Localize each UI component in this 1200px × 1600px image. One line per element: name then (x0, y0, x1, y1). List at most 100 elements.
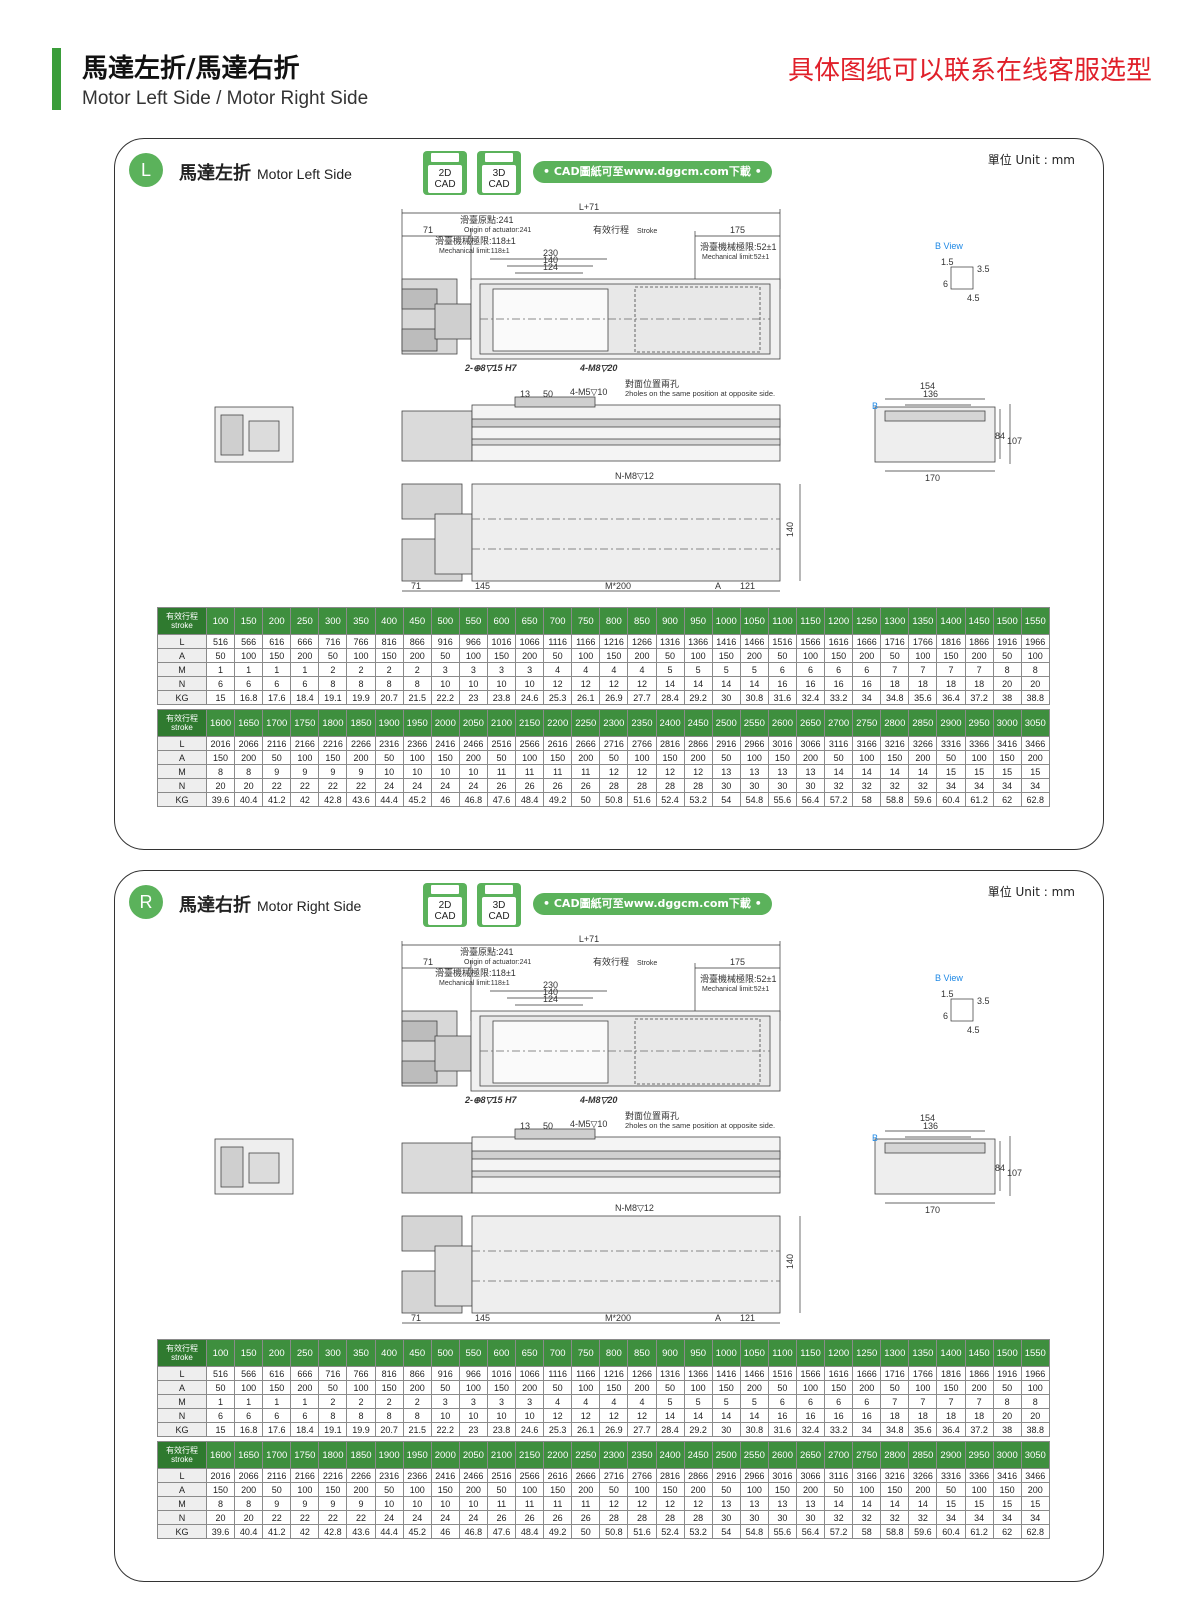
table-cell: 14 (683, 1408, 713, 1423)
table-cell: 200 (290, 1380, 320, 1395)
technical-drawing: L+71 71 滑臺原點:241 Origin of actuator:241 … (214, 202, 1022, 592)
table-cell: 34 (992, 778, 1022, 793)
table-cell: 2416 (430, 736, 460, 751)
cad-download-link[interactable]: • CAD圖紙可至www.dggcm.com下載 • (533, 161, 772, 183)
table-header-cell: 600 (486, 607, 517, 635)
table-cell: 50.8 (599, 792, 629, 807)
table-cell: 2366 (402, 736, 432, 751)
table-cell: 4 (543, 662, 573, 677)
table-cell: 24 (402, 778, 432, 793)
table-cell: 50 (599, 1482, 629, 1497)
table-cell: 3 (430, 1394, 460, 1409)
table-cell: 150 (318, 1482, 348, 1497)
table-cell: 716 (318, 634, 348, 649)
table-header-cell: 2300 (599, 709, 629, 737)
svg-text:有效行程: 有效行程 (593, 224, 629, 235)
table-header-cell: 2900 (936, 1441, 966, 1469)
table-cell: 50 (936, 750, 966, 765)
cad-download-link[interactable]: • CAD圖紙可至www.dggcm.com下載 • (533, 893, 772, 915)
svg-text:13: 13 (520, 1121, 530, 1131)
table-header-cell: 150 (234, 607, 264, 635)
table-cell: 28 (599, 1510, 629, 1525)
table-cell: 30 (711, 778, 741, 793)
svg-text:A: A (715, 581, 721, 591)
table-header-cell: 1950 (402, 1441, 432, 1469)
table-cell: 23 (458, 1422, 488, 1437)
svg-text:對面位置兩孔: 對面位置兩孔 (625, 1110, 679, 1121)
table-cell: 12 (627, 676, 657, 691)
svg-text:154: 154 (920, 381, 935, 391)
table-header-cell: 950 (683, 607, 713, 635)
table-cell: 5 (655, 1394, 685, 1409)
table-header-cell: 1250 (852, 607, 882, 635)
table-cell: 50 (824, 1482, 854, 1497)
table-cell: 150 (486, 1380, 517, 1395)
table-cell: 16 (795, 1408, 826, 1423)
table-header-cell: 1350 (908, 1339, 938, 1367)
table-cell: 24 (430, 778, 460, 793)
table-cell: 2716 (599, 1468, 629, 1483)
cad-3d-icon[interactable]: 3D CAD (477, 151, 521, 195)
cad-2d-icon[interactable]: 2D CAD (423, 883, 467, 927)
svg-text:Stroke: Stroke (637, 960, 657, 967)
table-cell: 34 (1020, 778, 1050, 793)
table-header-cell: 2450 (683, 1441, 713, 1469)
table-cell: 24 (458, 778, 488, 793)
table-cell: 41.2 (262, 1524, 292, 1539)
cad-3d-icon[interactable]: 3D CAD (477, 883, 521, 927)
table-cell: 36.4 (936, 690, 966, 705)
table-cell: 1466 (739, 634, 769, 649)
table-cell: 8 (234, 1496, 264, 1511)
table-cell: 1066 (515, 1366, 545, 1381)
table-cell: 966 (458, 634, 488, 649)
table-header-cell: 1900 (374, 1441, 404, 1469)
table-cell: 200 (234, 1482, 264, 1497)
table-cell: 3366 (964, 1468, 994, 1483)
table-cell: 24 (402, 1510, 432, 1525)
table-cell: 200 (346, 1482, 376, 1497)
table-cell: 2816 (655, 736, 685, 751)
table-cell: 12 (543, 676, 573, 691)
table-cell: 15 (1020, 764, 1050, 779)
table-cell: 32.4 (795, 690, 826, 705)
table-cell: 3 (430, 662, 460, 677)
table-cell: 32 (908, 1510, 938, 1525)
table-cell: 8 (318, 1408, 348, 1423)
svg-text:50: 50 (543, 1121, 553, 1131)
table-cell: 6 (205, 676, 236, 691)
table-cell: 50 (318, 648, 348, 663)
table-header-cell: 1650 (234, 1441, 264, 1469)
table-cell: 10 (458, 764, 488, 779)
svg-text:2-⊕8▽15 H7: 2-⊕8▽15 H7 (464, 1095, 517, 1105)
table-cell: 2316 (374, 736, 404, 751)
cad-2d-icon[interactable]: 2D CAD (423, 151, 467, 195)
table-header-cell: 300 (318, 1339, 348, 1367)
table-cell: 62 (992, 792, 1022, 807)
table-cell: 14 (739, 676, 769, 691)
table-header-cell: 300 (318, 607, 348, 635)
table-header-cell: 650 (515, 607, 545, 635)
table-cell: 5 (739, 1394, 769, 1409)
table-cell: 27.7 (627, 690, 657, 705)
table-header-cell: 500 (430, 607, 460, 635)
table-cell: 12 (543, 1408, 573, 1423)
table-cell: 25.3 (543, 1422, 573, 1437)
table-cell: 50 (599, 750, 629, 765)
table-header-cell: 1500 (992, 607, 1022, 635)
table-cell: 1016 (486, 634, 517, 649)
svg-text:124: 124 (543, 994, 558, 1004)
table-cell: 54.8 (739, 792, 769, 807)
table-cell: 100 (964, 1482, 994, 1497)
table-cell: 18 (936, 676, 966, 691)
table-cell: 150 (824, 648, 854, 663)
table-header-cell: 2600 (767, 1441, 797, 1469)
svg-text:1.5: 1.5 (941, 257, 954, 267)
table-cell: 100 (1020, 1380, 1050, 1395)
table-header-cell: 1000 (711, 1339, 741, 1367)
table-cell: 39.6 (205, 792, 236, 807)
table-cell: 24 (374, 778, 404, 793)
